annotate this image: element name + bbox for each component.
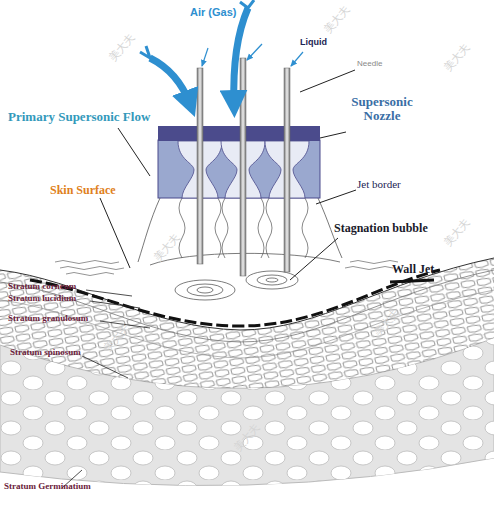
part-label: Stratum corneum xyxy=(8,282,76,292)
part-label: Liquid xyxy=(300,38,327,48)
watermark: 美大夫 xyxy=(440,40,473,75)
part-label: Needle xyxy=(357,60,382,69)
part-label: Primary Supersonic Flow xyxy=(8,110,150,124)
part-label: Skin Surface xyxy=(50,184,116,197)
watermark: 美大夫 xyxy=(440,215,473,250)
part-label: Jet border xyxy=(357,178,401,190)
part-label: Wall Jet xyxy=(392,263,434,276)
part-label: Stratum granulosum xyxy=(8,314,88,324)
part-label: Air (Gas) xyxy=(190,6,236,18)
part-label: Stratum lucidium xyxy=(8,294,76,304)
part-label: Stagnation bubble xyxy=(334,222,428,235)
watermark: 美大夫 xyxy=(105,30,138,65)
part-label: Supersonic Nozzle xyxy=(346,95,418,124)
part-label: Stratum spinosum xyxy=(10,348,81,358)
part-label: Stratum Germinatium xyxy=(4,482,91,492)
watermark: 美大夫 xyxy=(150,230,183,265)
watermark: 美大夫 xyxy=(320,2,353,37)
